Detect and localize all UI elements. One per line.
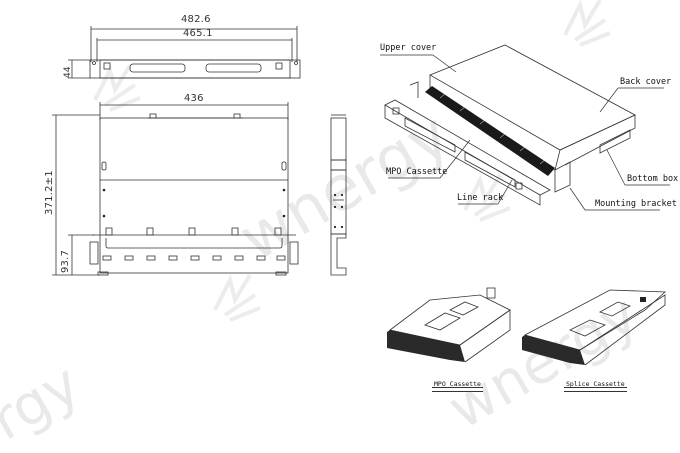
top-view	[52, 102, 299, 276]
mpo-adapter-ports	[387, 330, 465, 362]
mpo-cassette-drawing	[389, 287, 511, 363]
mpo-cassette-array	[425, 86, 555, 176]
callout-leaders	[380, 54, 670, 211]
watermark-logo-icon	[93, 0, 611, 322]
dim-top-width: 436	[184, 93, 204, 104]
front-view	[68, 26, 301, 79]
callout-line-rack: Line rack	[457, 193, 504, 203]
dim-mounting-width: 465.1	[183, 28, 213, 39]
isometric-assembly	[384, 44, 636, 206]
callout-mounting-bracket: Mounting bracket	[595, 199, 677, 209]
caption-splice-cassette: Splice Cassette	[564, 380, 627, 392]
dim-depth: 371.2±1	[44, 170, 55, 215]
dim-height: 44	[63, 66, 73, 78]
dim-tray-depth: 93.7	[60, 249, 71, 273]
callout-bottom-box: Bottom box	[627, 174, 679, 184]
tray-tabs	[105, 227, 282, 236]
adapter-slots	[102, 255, 286, 261]
callout-back-cover: Back cover	[620, 77, 672, 87]
caption-mpo-cassette: MPO Cassette	[432, 380, 483, 392]
technical-drawing	[52, 0, 670, 366]
splice-latch	[640, 297, 646, 302]
side-view	[330, 114, 347, 276]
splice-adapter-ports	[522, 335, 585, 365]
callout-mpo-cassette: MPO Cassette	[386, 167, 448, 177]
callout-upper-cover: Upper cover	[380, 43, 437, 53]
dim-overall-width: 482.6	[181, 14, 211, 25]
